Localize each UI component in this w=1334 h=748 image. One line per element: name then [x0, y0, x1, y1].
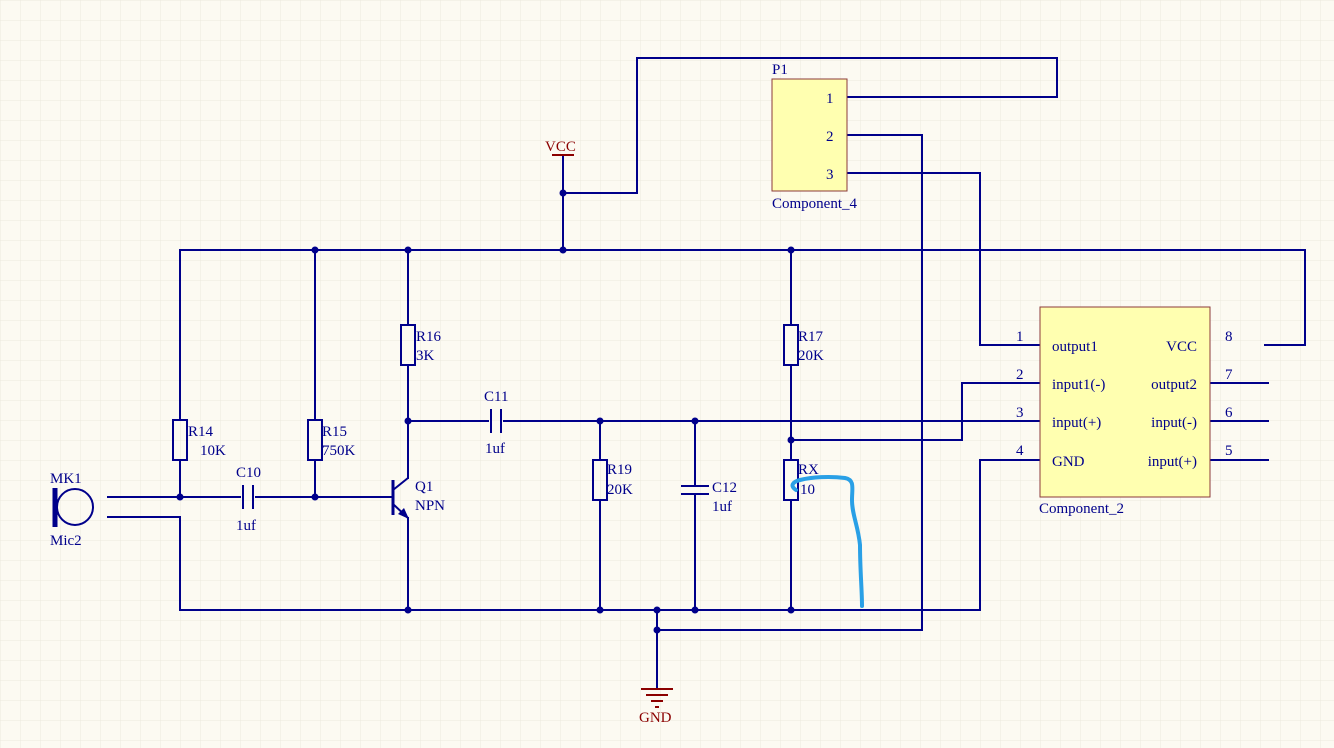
r17-ref: R17 [798, 329, 824, 345]
r15-value: 750K [322, 443, 356, 459]
ic-name: Component_2 [1039, 501, 1124, 517]
r14-value: 10K [200, 443, 226, 459]
c12-value: 1uf [712, 499, 732, 515]
c10-ref: C10 [236, 465, 261, 481]
c11-value: 1uf [485, 441, 505, 457]
microphone-mk1[interactable]: MK1 Mic2 [50, 471, 94, 549]
p1-pin-2: 2 [826, 129, 834, 145]
ic-component-2[interactable]: 1 output1 2 input1(-) 3 input(+) 4 GND 8… [1016, 306, 1233, 517]
mic-name: Mic2 [50, 533, 82, 549]
ic-pin-label-output2: output2 [1151, 377, 1197, 393]
ic-pin-label-input1-minus: input1(-) [1052, 377, 1105, 393]
p1-pin-3: 3 [826, 167, 834, 183]
annotation-arrow-stroke [790, 474, 864, 608]
ic-pin-label-input-plus-right: input(+) [1148, 454, 1197, 470]
resistor-r15[interactable]: R15 750K [307, 419, 356, 461]
ic-pin-num-8: 8 [1225, 329, 1233, 345]
resistor-r14[interactable]: R14 10K [172, 419, 226, 461]
capacitor-c12[interactable]: C12 1uf [681, 480, 737, 515]
vcc-label: VCC [545, 139, 576, 155]
vcc-symbol[interactable]: VCC [545, 139, 576, 156]
p1-name: Component_4 [772, 196, 857, 212]
capacitor-c11[interactable]: C11 1uf [484, 389, 508, 457]
r17-value: 20K [798, 348, 824, 364]
q1-ref: Q1 [415, 479, 433, 495]
r14-ref: R14 [188, 424, 214, 440]
wires [107, 57, 1306, 689]
ic-pin-num-4: 4 [1016, 443, 1024, 459]
resistor-r16[interactable]: R16 3K [400, 324, 442, 366]
ic-pin-num-5: 5 [1225, 443, 1233, 459]
gnd-label: GND [639, 710, 672, 726]
ic-pin-label-input-plus-left: input(+) [1052, 415, 1101, 431]
r15-ref: R15 [322, 424, 347, 440]
c12-ref: C12 [712, 480, 737, 496]
c11-ref: C11 [484, 389, 508, 405]
ic-pin-label-input-minus-right: input(-) [1151, 415, 1197, 431]
resistor-r17[interactable]: R17 20K [783, 324, 824, 366]
r19-value: 20K [607, 482, 633, 498]
r16-ref: R16 [416, 329, 442, 345]
mic-ref: MK1 [50, 471, 82, 487]
rx-value: 10 [800, 482, 815, 498]
junctions [176, 189, 795, 634]
connector-p1[interactable]: P1 1 2 3 Component_4 [771, 62, 857, 212]
ic-pin-num-1: 1 [1016, 329, 1024, 345]
r19-ref: R19 [607, 462, 632, 478]
resistor-r19[interactable]: R19 20K [592, 459, 633, 501]
ic-pin-label-vcc: VCC [1166, 339, 1197, 355]
p1-pin-1: 1 [826, 91, 834, 107]
p1-ref: P1 [772, 62, 788, 78]
ic-pin-label-output1: output1 [1052, 339, 1098, 355]
ic-pin-num-7: 7 [1225, 367, 1233, 383]
rx-ref: RX [798, 462, 819, 478]
r16-value: 3K [416, 348, 435, 364]
c10-value: 1uf [236, 518, 256, 534]
capacitor-c10[interactable]: C10 1uf [236, 465, 261, 534]
gnd-symbol[interactable]: GND [639, 688, 673, 726]
transistor-q1[interactable]: Q1 NPN [391, 477, 445, 519]
q1-type: NPN [415, 498, 445, 514]
ic-pin-label-gnd: GND [1052, 454, 1085, 470]
ic-pin-num-2: 2 [1016, 367, 1024, 383]
ic-pin-num-6: 6 [1225, 405, 1233, 421]
ic-pin-num-3: 3 [1016, 405, 1024, 421]
